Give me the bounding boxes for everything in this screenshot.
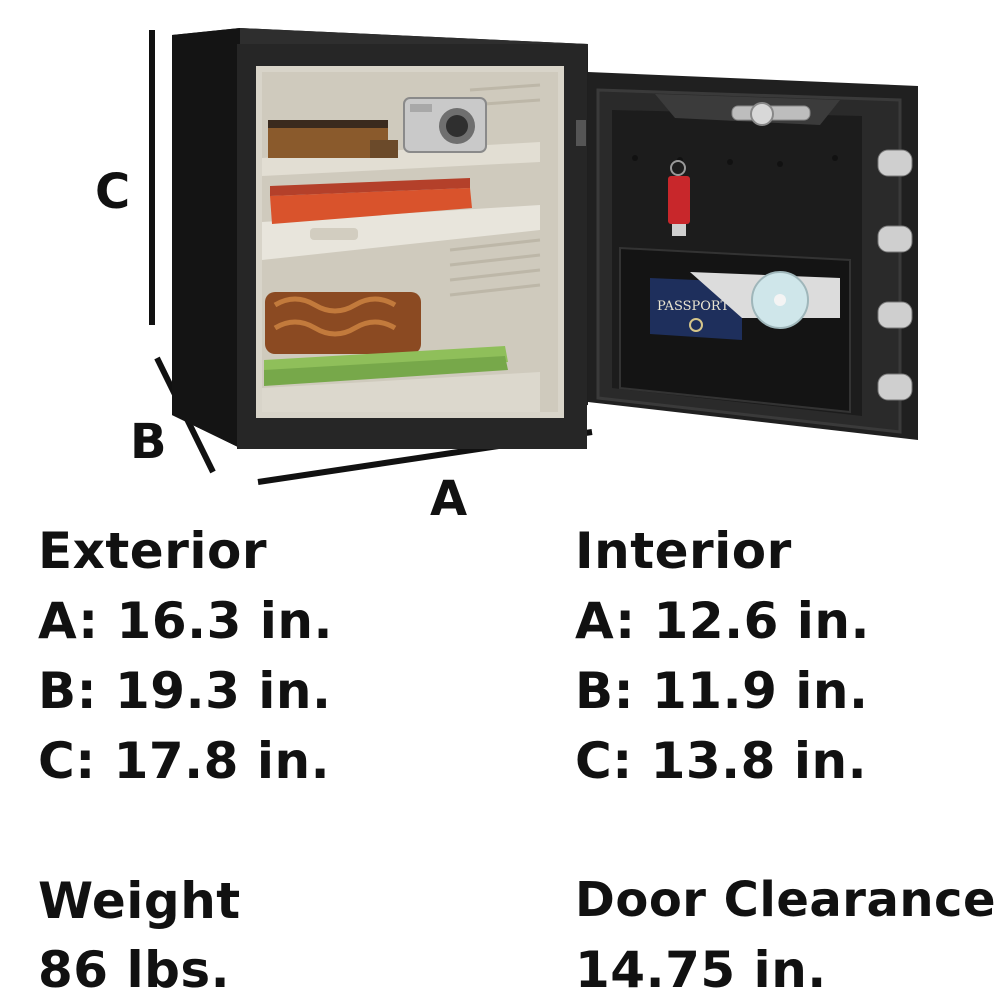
exterior-heading: Exterior	[38, 522, 268, 580]
door-clearance-value: 14.75 in.	[575, 941, 827, 999]
passport-label: PASSPORT	[657, 299, 729, 314]
cd-icon	[690, 271, 840, 329]
usb-drive-icon	[668, 160, 690, 236]
books-stack	[268, 120, 398, 158]
camera-icon	[403, 97, 487, 153]
exterior-a-value: A: 16.3 in.	[38, 592, 334, 650]
dimension-label-c: C	[95, 164, 130, 220]
dimension-label-a: A	[430, 471, 467, 520]
safe-body	[172, 28, 588, 449]
wristwatch-icon	[731, 102, 811, 126]
interior-a-value: A: 12.6 in.	[575, 592, 871, 650]
door-clearance-heading: Door Clearance	[575, 872, 997, 928]
interior-b-value: B: 11.9 in.	[575, 662, 869, 720]
leather-book	[265, 292, 421, 354]
weight-value: 86 lbs.	[38, 941, 231, 999]
exterior-c-value: C: 17.8 in.	[38, 732, 331, 790]
green-folders	[264, 346, 508, 386]
locking-bolts	[877, 149, 913, 401]
safe-dimension-diagram: C B A	[95, 28, 918, 520]
interior-c-value: C: 13.8 in.	[575, 732, 868, 790]
safe-door	[576, 72, 918, 440]
interior-heading: Interior	[575, 522, 792, 580]
dimension-label-b: B	[130, 414, 167, 470]
exterior-b-value: B: 19.3 in.	[38, 662, 332, 720]
red-folder	[270, 178, 472, 224]
weight-heading: Weight	[38, 872, 241, 930]
